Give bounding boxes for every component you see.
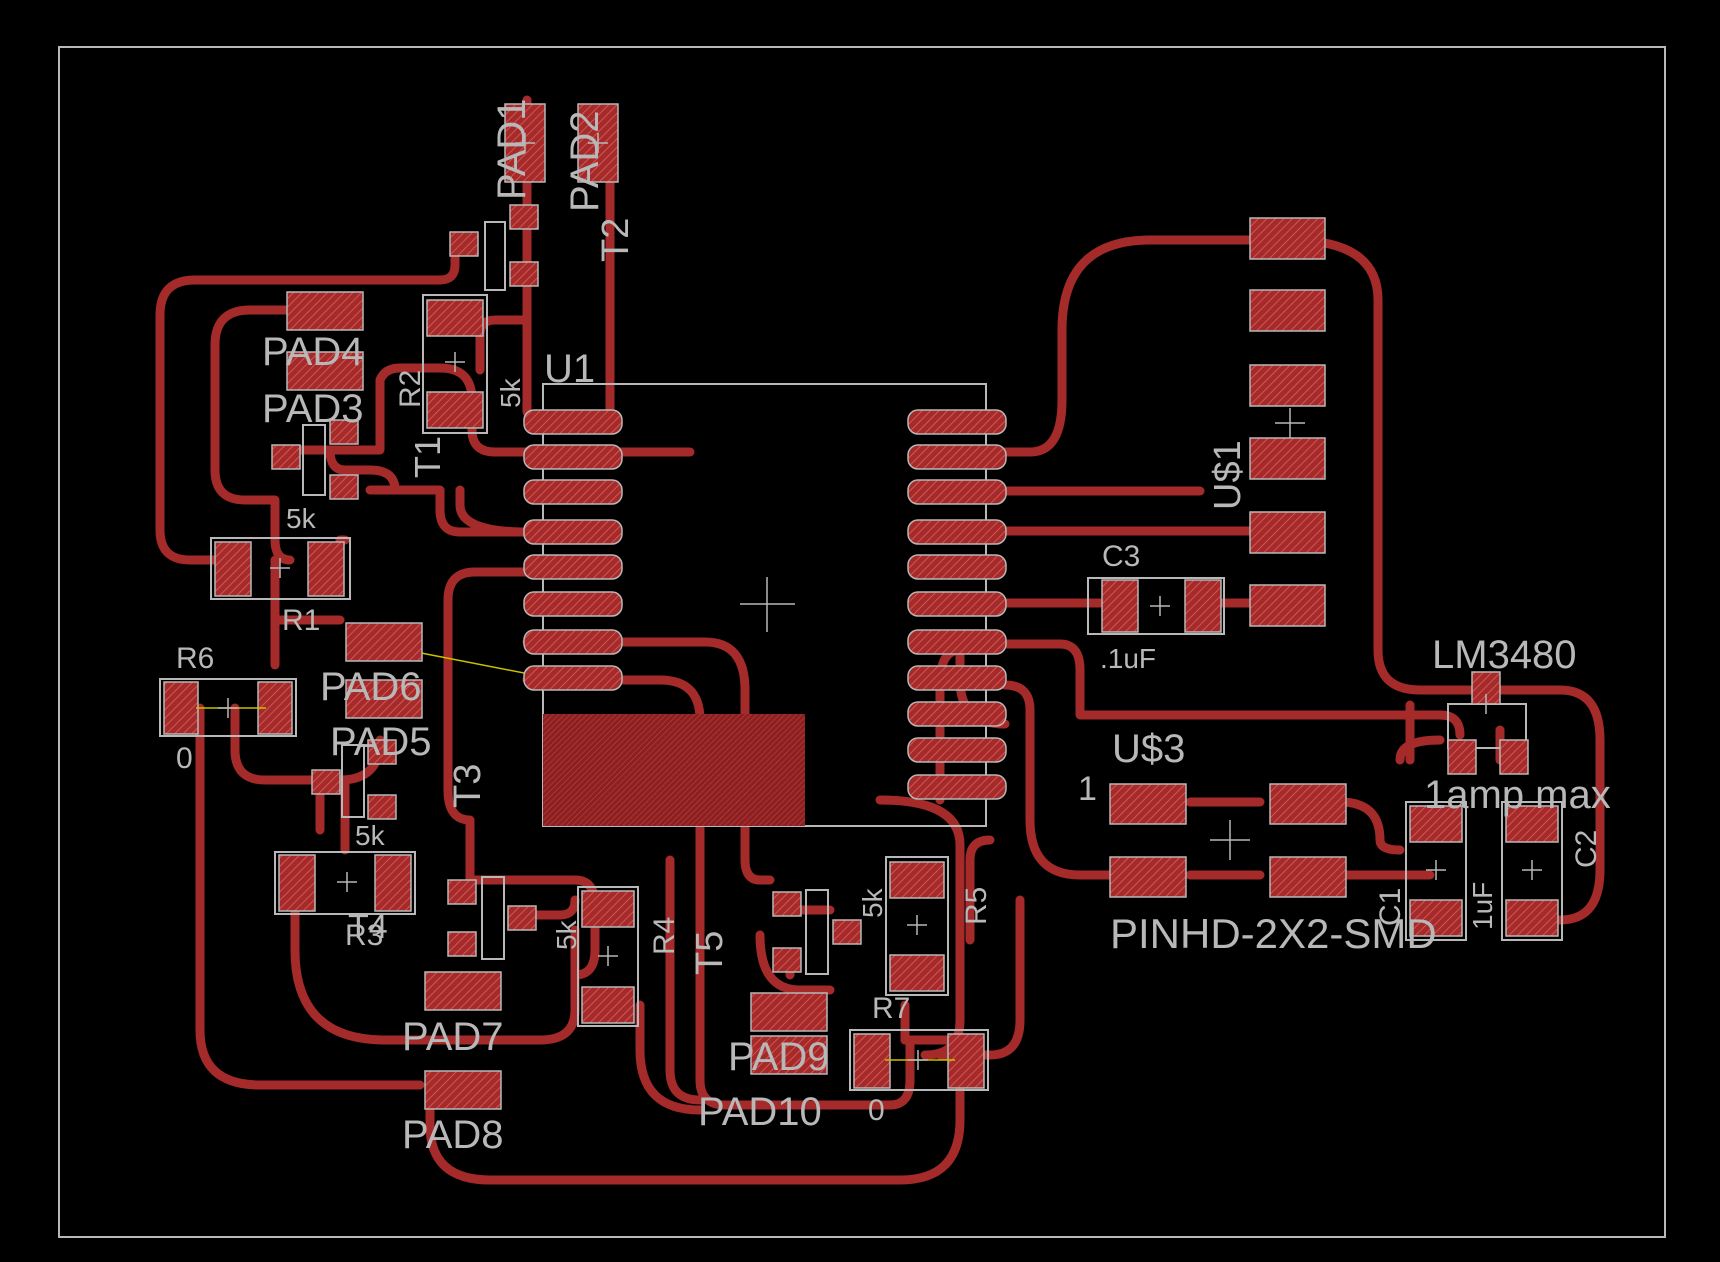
label-c1-value: 1uF [1467, 882, 1498, 930]
us1-origin-cross [1275, 408, 1305, 438]
label-r2: R2 [394, 370, 427, 408]
label-c3-value: .1uF [1100, 643, 1156, 674]
label-r6-value: 0 [176, 742, 193, 775]
label-c2: C2 [1570, 830, 1603, 868]
u1-pin-left-7[interactable] [523, 629, 623, 655]
us1-pad-5[interactable] [1249, 511, 1326, 554]
us1-pad-6[interactable] [1249, 584, 1326, 627]
u1-pin-right-3[interactable] [907, 479, 1007, 505]
u1-origin-cross [740, 577, 795, 632]
u1-pins[interactable] [523, 409, 1007, 800]
pad1-pad2[interactable] [504, 103, 619, 183]
label-pad4: PAD4 [262, 330, 364, 374]
r1-resistor[interactable] [210, 537, 351, 600]
label-lm3480: LM3480 [1432, 633, 1577, 677]
label-pad2: PAD2 [563, 110, 607, 212]
label-r4: R4 [648, 917, 681, 955]
c2-capacitor[interactable] [1501, 801, 1563, 941]
pad9-pad10[interactable] [750, 992, 828, 1075]
r4-resistor[interactable] [577, 886, 639, 1027]
pad6-pad5[interactable] [345, 622, 423, 719]
component-labels: PAD1 PAD2 T2 PAD4 PAD3 R2 5k T1 U1 U$1 5… [176, 98, 1611, 1157]
label-pin1: 1 [1078, 770, 1097, 808]
label-pad1: PAD1 [490, 98, 534, 200]
r5-resistor[interactable] [885, 856, 949, 996]
label-pad7: PAD7 [402, 1015, 504, 1059]
u1-pin-left-5[interactable] [523, 554, 623, 580]
label-r4-value: 5k [551, 919, 582, 950]
us1-pad-1[interactable] [1249, 217, 1326, 260]
lm3480-regulator[interactable] [1447, 671, 1529, 775]
label-c3: C3 [1102, 540, 1140, 573]
t1-transistor[interactable] [271, 419, 359, 500]
us1-pad-3[interactable] [1249, 364, 1326, 407]
label-pad9: PAD9 [728, 1035, 830, 1079]
label-pad6: PAD6 [320, 665, 422, 709]
t5-transistor[interactable] [772, 889, 862, 975]
r3-resistor[interactable] [274, 851, 416, 915]
u1-pin-right-1[interactable] [907, 409, 1007, 435]
u1-pin-right-4[interactable] [907, 519, 1007, 545]
label-r7: R7 [872, 992, 910, 1025]
us1-pad-2[interactable] [1249, 289, 1326, 332]
label-u1: U1 [544, 347, 595, 391]
label-pad3: PAD3 [262, 387, 364, 431]
label-r5: R5 [960, 887, 993, 925]
label-r5-value: 5k [857, 887, 888, 918]
t4-transistor[interactable] [447, 876, 537, 960]
u1-thermal-pad [543, 714, 805, 826]
u1-pin-right-5[interactable] [907, 554, 1007, 580]
us1-pad-4[interactable] [1249, 437, 1326, 480]
c3-capacitor[interactable] [1087, 577, 1225, 635]
label-c1: C1 [1374, 888, 1407, 926]
u1-pin-right-11[interactable] [907, 774, 1007, 800]
us1-pads[interactable] [1249, 217, 1326, 627]
label-us1: U$1 [1207, 440, 1249, 510]
u1-pin-left-6[interactable] [523, 591, 623, 617]
u1-pin-right-10[interactable] [907, 737, 1007, 763]
label-1amp-max: 1amp max [1424, 773, 1611, 817]
u1-pin-left-3[interactable] [523, 479, 623, 505]
label-r6: R6 [176, 642, 214, 675]
label-pad8: PAD8 [402, 1113, 504, 1157]
label-r7-value: 0 [868, 1094, 885, 1127]
label-pinhd: PINHD-2X2-SMD [1110, 910, 1437, 957]
label-t2: T2 [595, 218, 637, 262]
pad7-pad8[interactable] [424, 971, 502, 1110]
label-pad10: PAD10 [698, 1090, 822, 1134]
label-t1: T1 [407, 436, 448, 478]
pad4-pad3[interactable] [286, 291, 364, 391]
c1-capacitor[interactable] [1405, 801, 1467, 941]
label-r3: R3 [345, 919, 383, 952]
u1-pin-right-7[interactable] [907, 629, 1007, 655]
u1-pin-left-8[interactable] [523, 665, 623, 691]
r2-resistor[interactable] [422, 294, 488, 434]
label-t3-value: 5k [355, 820, 386, 851]
u1-pin-left-4[interactable] [523, 519, 623, 545]
label-r2-value: 5k [495, 377, 526, 408]
label-t1-value: 5k [286, 503, 317, 534]
label-r1: R1 [282, 604, 320, 637]
u1-pin-right-2[interactable] [907, 444, 1007, 470]
t2-transistor[interactable] [449, 204, 539, 291]
label-pad5: PAD5 [330, 720, 432, 764]
pinhd-header[interactable] [1109, 783, 1347, 898]
u1-pin-right-9[interactable] [907, 701, 1007, 727]
u1-pin-left-2[interactable] [523, 444, 623, 470]
label-t4: T4 [348, 908, 388, 946]
label-t3: T3 [447, 764, 489, 808]
board-outline [58, 46, 1666, 1238]
u1-pin-left-1[interactable] [523, 409, 623, 435]
t3-transistor[interactable] [311, 739, 397, 820]
u1-pin-right-6[interactable] [907, 591, 1007, 617]
label-us3: U$3 [1112, 727, 1185, 771]
r6-resistor[interactable] [159, 678, 297, 737]
u1-pin-right-8[interactable] [907, 665, 1007, 691]
label-t5: T5 [689, 931, 731, 975]
r7-resistor[interactable] [849, 1029, 989, 1091]
